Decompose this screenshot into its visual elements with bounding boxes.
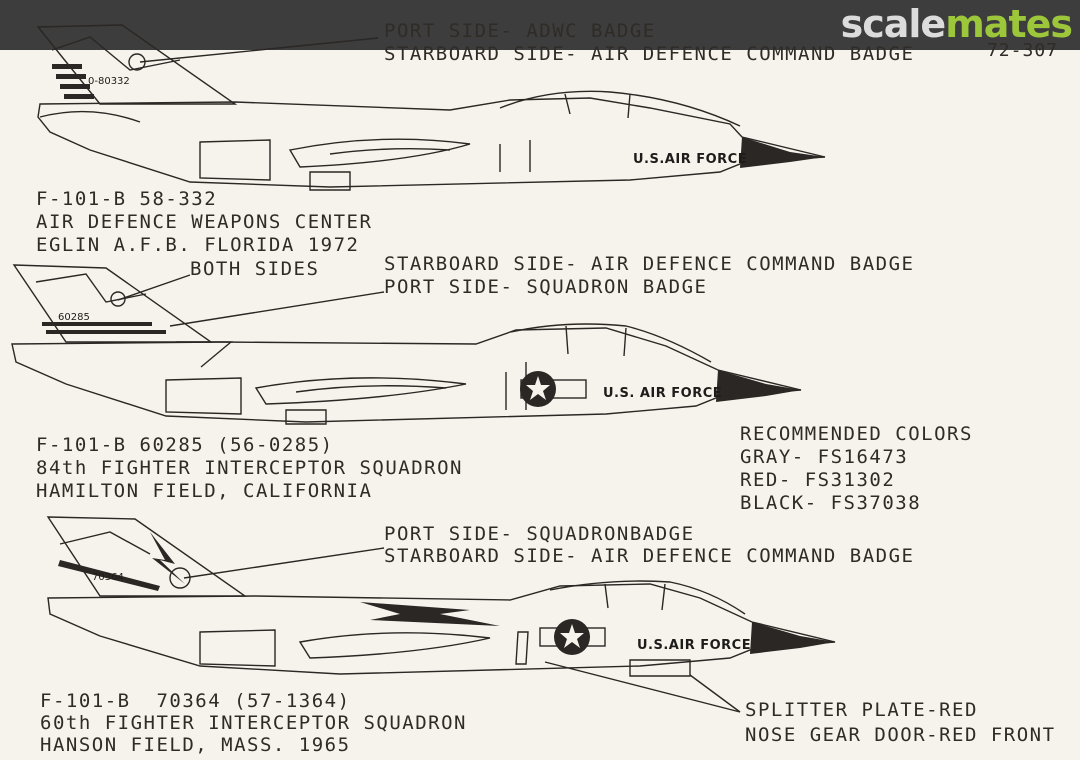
aircraft2-fuselage-marking: U.S. AIR FORCE bbox=[603, 386, 722, 401]
note-splitter-plate: SPLITTER PLATE-RED bbox=[745, 699, 978, 721]
nose-radome bbox=[716, 370, 801, 402]
aircraft2-both-sides: BOTH SIDES bbox=[190, 258, 320, 280]
logo-text-right: mates bbox=[945, 2, 1073, 46]
aircraft2-drawing: 60285 U.S. AIR FORCE bbox=[11, 264, 802, 425]
canopy bbox=[499, 90, 741, 127]
aircraft1-tail-number: 0-80332 bbox=[88, 76, 130, 87]
aircraft1-callout-line1: PORT SIDE- ADWC BADGE bbox=[384, 20, 656, 42]
aircraft2-caption-line2: 84th FIGHTER INTERCEPTOR SQUADRON bbox=[36, 457, 463, 479]
aircraft3-caption-line2: 60th FIGHTER INTERCEPTOR SQUADRON bbox=[40, 712, 467, 734]
logo-text-left: scale bbox=[840, 2, 947, 46]
recommended-red: RED- FS31302 bbox=[740, 469, 896, 491]
canopy bbox=[510, 323, 712, 363]
sheet-number: 72-307 bbox=[986, 40, 1058, 61]
aircraft2-caption-line1: F-101-B 60285 (56-0285) bbox=[36, 434, 334, 456]
aircraft1-caption-line1: F-101-B 58-332 bbox=[36, 188, 218, 210]
aircraft2-callout-line2: PORT SIDE- SQUADRON BADGE bbox=[384, 276, 708, 298]
fuselage bbox=[37, 97, 826, 188]
aircraft3-fuselage-marking: U.S.AIR FORCE bbox=[637, 638, 751, 653]
aircraft2-callout-line1: STARBOARD SIDE- AIR DEFENCE COMMAND BADG… bbox=[384, 253, 915, 275]
aircraft3-caption-line3: HANSON FIELD, MASS. 1965 bbox=[40, 734, 351, 756]
aircraft1-caption-line2: AIR DEFENCE WEAPONS CENTER bbox=[36, 211, 373, 233]
note-nose-gear-door: NOSE GEAR DOOR-RED FRONT bbox=[745, 724, 1056, 746]
recommended-gray: GRAY- FS16473 bbox=[740, 446, 909, 468]
badge-marker bbox=[128, 53, 146, 71]
aircraft3-caption-line1: F-101-B 70364 (57-1364) bbox=[40, 690, 351, 712]
aircraft3-tail-number: 70364 bbox=[92, 572, 124, 583]
canopy bbox=[549, 580, 746, 615]
nose-radome bbox=[750, 622, 835, 654]
aircraft1-callout-line2: STARBOARD SIDE- AIR DEFENCE COMMAND BADG… bbox=[384, 43, 915, 65]
recommended-black: BLACK- FS37038 bbox=[740, 492, 922, 514]
badge-marker bbox=[169, 567, 191, 589]
aircraft1-drawing: 0-80332 U.S.AIR FORCE bbox=[36, 24, 826, 191]
aircraft3-callout-line2: STARBOARD SIDE- AIR DEFENCE COMMAND BADG… bbox=[384, 545, 915, 567]
aircraft2-caption-line3: HAMILTON FIELD, CALIFORNIA bbox=[36, 480, 373, 502]
recommended-colors-title: RECOMMENDED COLORS bbox=[740, 423, 973, 445]
aircraft1-fuselage-marking: U.S.AIR FORCE bbox=[633, 152, 747, 167]
nose-radome bbox=[740, 137, 825, 168]
aircraft1-caption-line3: EGLIN A.F.B. FLORIDA 1972 bbox=[36, 234, 360, 256]
aircraft2-tail-number: 60285 bbox=[58, 312, 90, 323]
aircraft3-drawing: 70364 U.S.AIR FORCE bbox=[46, 516, 836, 677]
scalemates-logo[interactable]: scalemates bbox=[840, 2, 1073, 46]
aircraft3-callout-line1: PORT SIDE- SQUADRONBADGE bbox=[384, 523, 695, 545]
